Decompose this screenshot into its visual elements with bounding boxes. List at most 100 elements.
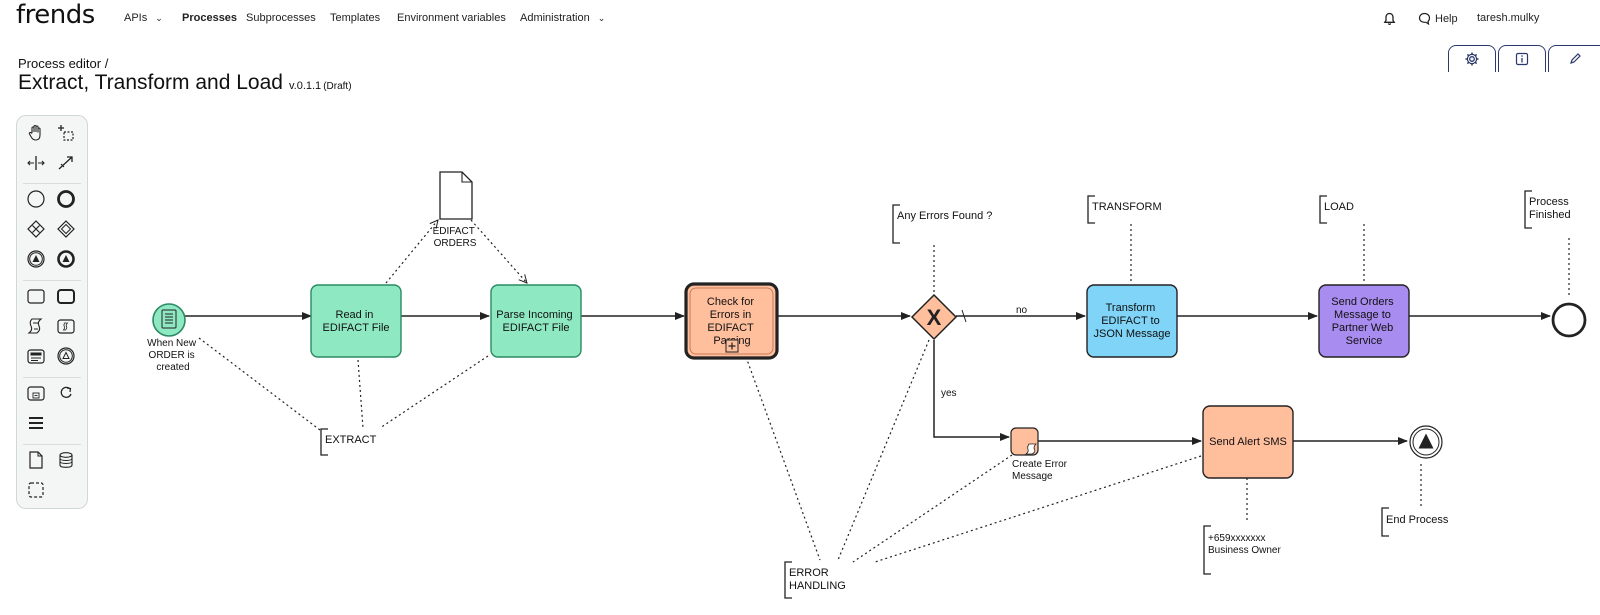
svg-text:End Process: End Process xyxy=(1386,514,1449,526)
assoc-read-to-data xyxy=(385,220,438,284)
assoc-check-error xyxy=(745,356,821,561)
data-object-icon[interactable] xyxy=(25,449,47,471)
gateway-icon[interactable] xyxy=(55,218,77,240)
annotation-business-owner[interactable]: +659xxxxxxx Business Owner xyxy=(1203,525,1281,575)
space-tool-icon[interactable] xyxy=(25,152,47,174)
signal-icon xyxy=(1418,433,1434,449)
gear-icon xyxy=(1465,52,1479,66)
task-parse-edifact[interactable]: Parse Incoming EDIFACT File xyxy=(490,284,582,358)
settings-tab[interactable] xyxy=(1448,45,1496,72)
tool-palette xyxy=(16,115,88,509)
user-name: taresh.mulky xyxy=(1477,12,1540,24)
start-event-icon[interactable] xyxy=(25,188,47,210)
group-icon[interactable] xyxy=(25,479,47,501)
chevron-down-icon: ⌄ xyxy=(597,12,606,23)
breadcrumb[interactable]: Process editor / xyxy=(18,56,109,71)
frends-logo[interactable]: frends xyxy=(16,0,95,30)
call-task-icon[interactable] xyxy=(55,315,77,337)
intermediate-event-icon[interactable] xyxy=(25,248,47,270)
help-label: Help xyxy=(1435,12,1458,25)
palette-divider xyxy=(23,183,81,184)
nav-templates[interactable]: Templates xyxy=(330,12,380,24)
data-object-edifact-orders[interactable] xyxy=(439,171,473,220)
palette-divider xyxy=(23,280,81,281)
info-tab[interactable] xyxy=(1498,45,1546,72)
svg-text:+659xxxxxxx Business Own: +659xxxxxxx Business Owner xyxy=(1208,533,1281,556)
connect-tool-icon[interactable] xyxy=(55,152,77,174)
end-event[interactable] xyxy=(1551,302,1587,338)
start-event[interactable] xyxy=(152,303,186,337)
help-button[interactable]: Help xyxy=(1418,12,1458,25)
task-send-alert-sms[interactable]: Send Alert SMS xyxy=(1202,405,1294,479)
nav-env-vars-label: Environment variables xyxy=(397,12,506,24)
subprocess-check-errors[interactable]: Check for Errors in EDIFACT Parsing xyxy=(684,282,779,360)
annotation-process-finished[interactable]: Process Finished xyxy=(1524,190,1572,229)
menu-icon[interactable] xyxy=(25,412,47,434)
expand-icon[interactable] xyxy=(725,339,739,353)
nav-environment-variables[interactable]: Environment variables xyxy=(397,12,506,24)
nav-subprocesses[interactable]: Subprocesses xyxy=(246,12,316,24)
data-store-icon[interactable] xyxy=(55,449,77,471)
flow-label-yes: yes xyxy=(941,388,957,399)
data-object-icon xyxy=(439,171,473,220)
annotation-any-errors[interactable]: Any Errors Found ? xyxy=(892,204,992,244)
nav-administration-label: Administration xyxy=(520,12,590,24)
task-read-edifact[interactable]: Read in EDIFACT File xyxy=(310,284,402,358)
gateway-x-mark: X xyxy=(927,305,942,330)
message-icon xyxy=(161,309,177,329)
user-task-icon[interactable] xyxy=(25,345,47,367)
notifications-button[interactable] xyxy=(1383,12,1396,26)
assoc-parse-extract xyxy=(379,355,489,429)
assoc-gateway-error xyxy=(837,339,930,561)
annotation-end-process[interactable]: End Process xyxy=(1381,507,1449,537)
assoc-read-extract xyxy=(357,359,364,429)
assoc-alert-error xyxy=(874,455,1202,563)
exclusive-gateway-icon[interactable] xyxy=(25,218,47,240)
script-task-icon[interactable] xyxy=(25,315,47,337)
lasso-tool-icon[interactable] xyxy=(55,122,77,144)
annotation-extract[interactable]: EXTRACT xyxy=(320,428,377,456)
svg-text:LOAD: LOAD xyxy=(1324,201,1354,213)
task-transform[interactable]: Transform EDIFACT to JSON Message xyxy=(1086,284,1178,358)
annotation-transform[interactable]: TRANSFORM xyxy=(1087,195,1162,224)
subprocess-icon[interactable] xyxy=(55,285,77,307)
sub-task-icon[interactable] xyxy=(25,382,47,404)
edit-icon xyxy=(1570,53,1581,64)
data-object-label: EDIFACT ORDERS xyxy=(433,226,478,249)
timer-task-icon[interactable] xyxy=(55,345,77,367)
annotation-load[interactable]: LOAD xyxy=(1319,195,1354,224)
palette-divider xyxy=(23,444,81,445)
svg-text:Transform EDIFACT to: Transform EDIFACT to JSON Message xyxy=(1093,302,1170,340)
svg-text:Send Orders Message to: Send Orders Message to Partner Web Servi… xyxy=(1331,296,1396,347)
task-create-error-message[interactable] xyxy=(1010,427,1039,456)
svg-text:Read in EDIFACT File: Read in EDIFACT File xyxy=(322,309,389,334)
version-label: v.0.1.1 xyxy=(288,80,322,92)
nav-apis-label: APIs xyxy=(124,12,148,24)
bell-icon xyxy=(1383,12,1396,25)
end-process-event[interactable] xyxy=(1409,425,1443,459)
task-icon[interactable] xyxy=(25,285,47,307)
flow-gateway-yes[interactable] xyxy=(933,340,1010,441)
palette-divider xyxy=(23,377,81,378)
script-icon xyxy=(1024,443,1037,455)
nav-administration[interactable]: Administration ⌄ xyxy=(520,12,605,24)
info-icon xyxy=(1515,52,1529,66)
page-title-row: Extract, Transform and Load v.0.1.1 (Dra… xyxy=(18,71,352,95)
user-menu[interactable]: taresh.mulky xyxy=(1477,12,1539,24)
end-event-icon[interactable] xyxy=(55,188,77,210)
task-send-orders[interactable]: Send Orders Message to Partner Web Servi… xyxy=(1318,284,1410,358)
svg-text:Parse Incoming EDIFACT F: Parse Incoming EDIFACT File xyxy=(496,309,576,334)
svg-text:TRANSFORM: TRANSFORM xyxy=(1092,201,1162,213)
exclusive-gateway[interactable]: X xyxy=(910,293,958,341)
create-error-label: Create Error Message xyxy=(1012,459,1070,482)
nav-processes[interactable]: Processes xyxy=(182,12,237,24)
top-bar: frends APIs⌄ Processes Subprocesses Temp… xyxy=(0,0,1600,40)
sequence-flows xyxy=(184,312,1551,445)
edit-tab[interactable] xyxy=(1548,45,1600,72)
loop-task-icon[interactable] xyxy=(55,382,77,404)
nav-apis[interactable]: APIs⌄ xyxy=(124,12,163,24)
svg-text:Process Finished: Process Finished xyxy=(1529,196,1572,221)
annotation-error-handling[interactable]: ERROR HANDLING xyxy=(784,561,846,599)
hand-tool-icon[interactable] xyxy=(25,122,47,144)
throw-event-icon[interactable] xyxy=(55,248,77,270)
